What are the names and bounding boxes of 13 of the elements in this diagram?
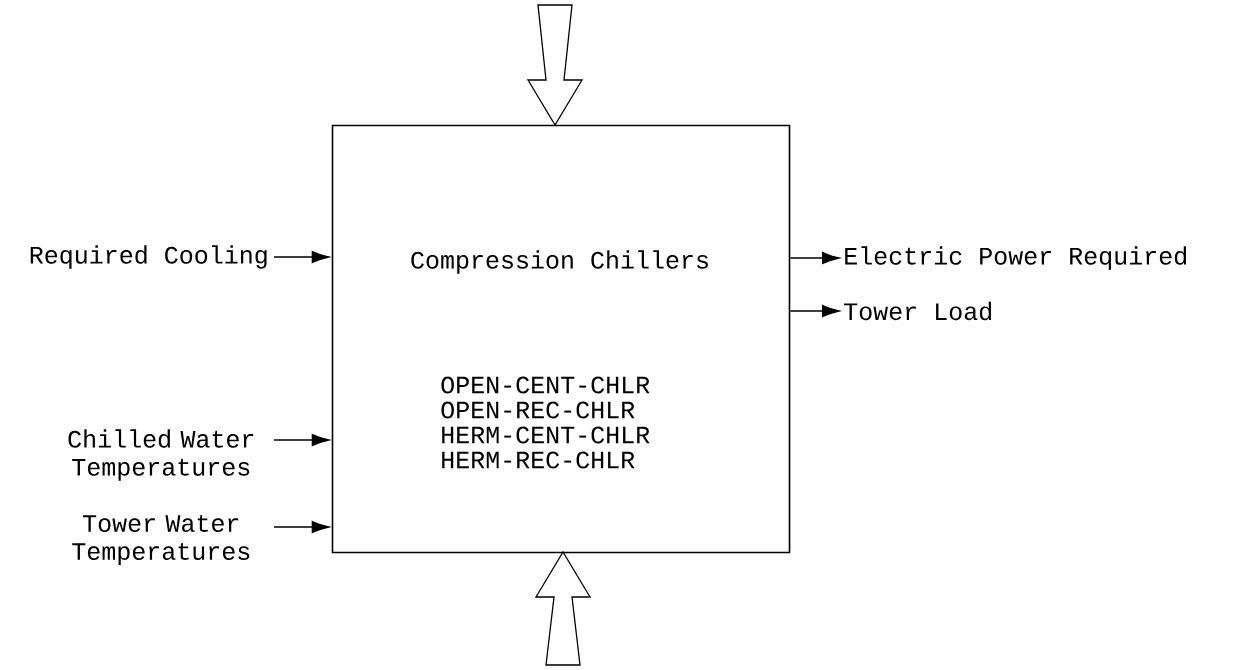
block-arrow — [526, 4, 584, 127]
arrow — [273, 433, 330, 447]
arrow — [789, 304, 840, 318]
label-text: Chilled Water Temperatures — [68, 429, 254, 481]
arrow — [273, 520, 330, 534]
arrow — [789, 251, 840, 265]
label-text: Tower Water Temperatures — [72, 515, 250, 565]
block-arrow — [534, 550, 592, 666]
arrow — [273, 250, 330, 264]
label-text: Tower Load — [844, 301, 991, 321]
process-box: Compression Chillers OPEN-CENT-CHLR OPEN-REC-CHLR HERM-CENT-CHLR HERM-REC-CHLR — [331, 124, 791, 554]
label-text: Electric Power Required — [845, 246, 1186, 270]
label-text: Required Cooling — [30, 245, 267, 269]
